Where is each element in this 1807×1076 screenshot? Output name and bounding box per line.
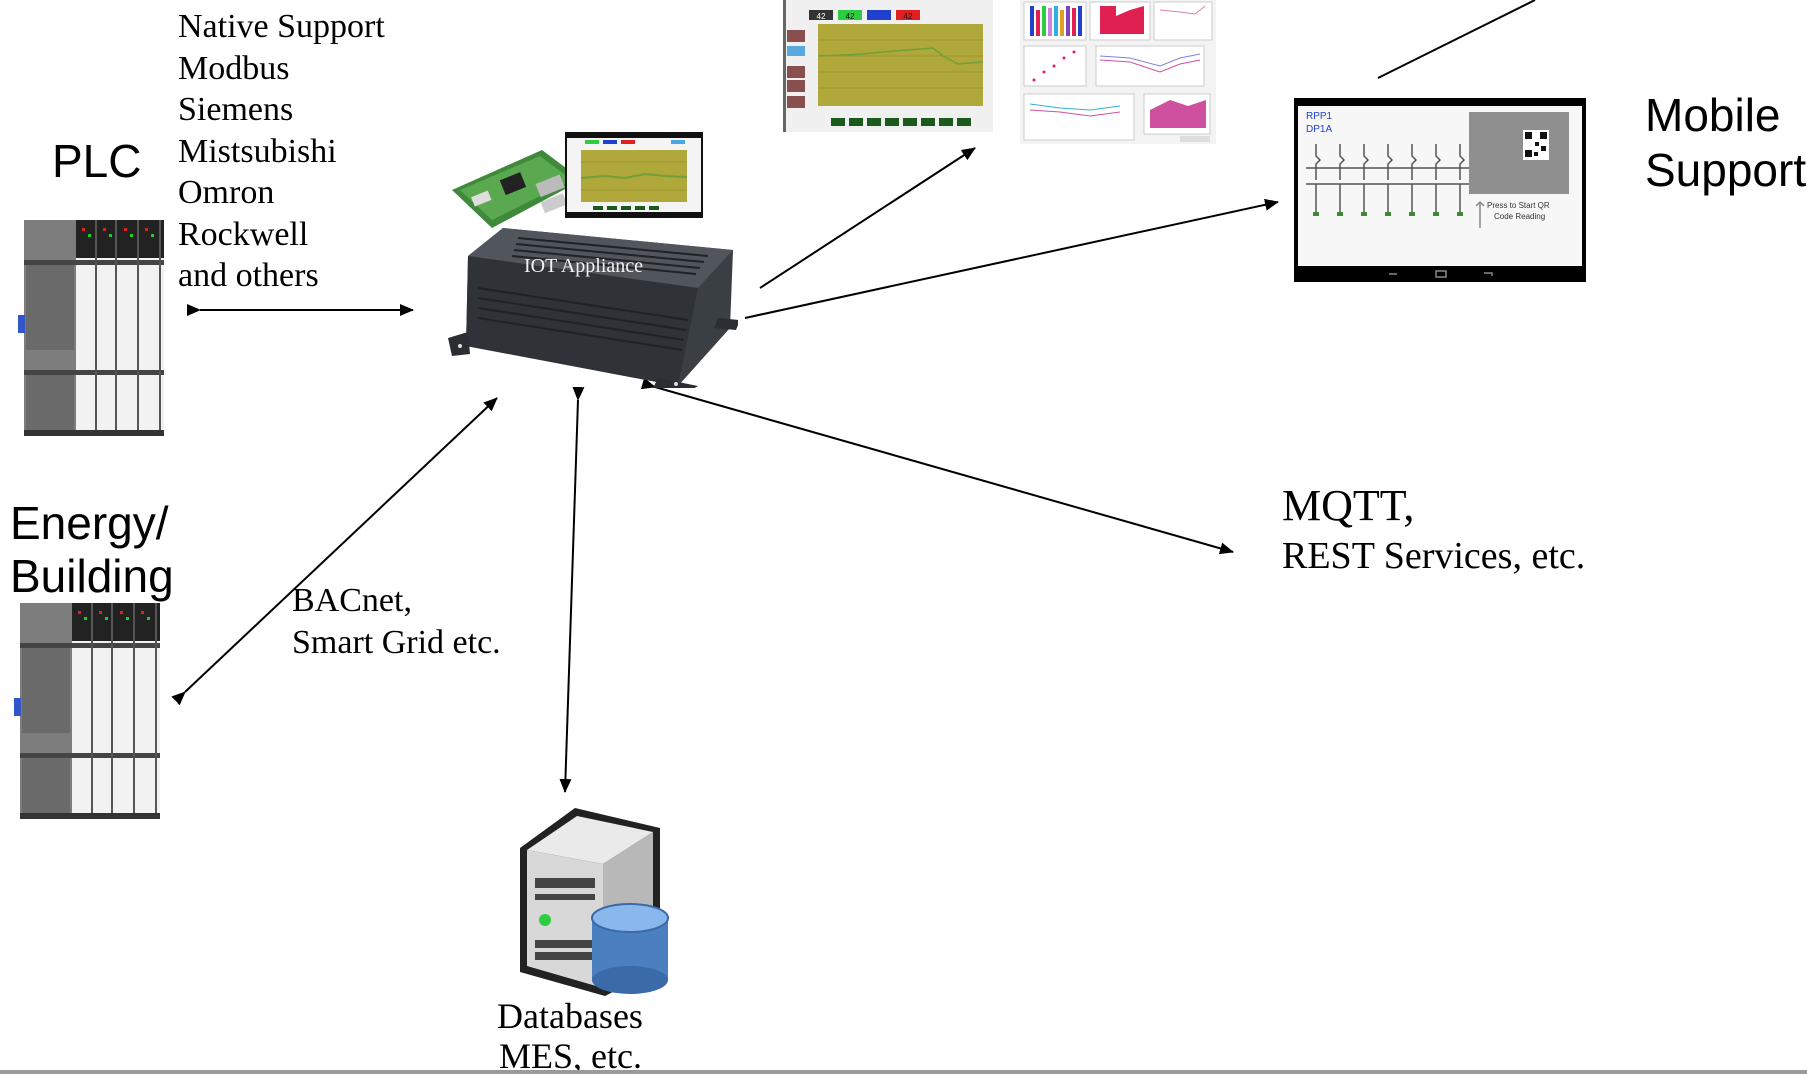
raspberry-pi-board [452, 150, 582, 228]
protocol-item: Mistsubishi [178, 132, 337, 170]
arrow-appliance-mobile [744, 198, 1279, 319]
arrow-appliance-database [559, 386, 585, 793]
tablet-qr-hint-line1: Press to Start QR [1487, 201, 1550, 210]
protocol-item: Native Support [178, 8, 385, 45]
bottom-divider [0, 1070, 1807, 1074]
database-server-icon [520, 808, 669, 996]
energy-title-line2: Building [10, 550, 174, 602]
dashboard-screenshot-charts [1020, 0, 1216, 144]
mobile-tablet: RPP1 DP1A Press to Start QR Code Reading [1294, 98, 1586, 282]
value-badge-2: 42 [846, 12, 855, 21]
plc-protocol-list: Native Support Modbus Siemens Mistsubish… [178, 6, 385, 297]
building-rack-device [14, 603, 160, 819]
iot-appliance-enclosure [448, 228, 738, 388]
appliance-monitor-screen [565, 132, 703, 218]
energy-protocol-line2: Smart Grid etc. [292, 624, 501, 661]
arrow-appliance-mqtt [640, 377, 1234, 555]
tablet-qr-hint-line2: Code Reading [1494, 212, 1545, 221]
dashboard-screenshot-trend: 42 42 42 [783, 0, 993, 132]
mqtt-line2: REST Services, etc. [1282, 535, 1586, 577]
tablet-label-dp1a: DP1A [1306, 124, 1332, 135]
protocol-item: Modbus [178, 49, 290, 87]
protocol-item: Omron [178, 174, 275, 211]
value-badge-1: 42 [817, 12, 826, 21]
mobile-title-line1: Mobile [1645, 89, 1781, 141]
protocol-item: Rockwell [178, 215, 309, 253]
database-line2: MES, etc. [499, 1036, 642, 1076]
energy-title-line1: Energy/ [10, 497, 169, 549]
energy-protocol-line1: BACnet, [292, 582, 412, 619]
arrow-mobile-top [1377, 0, 1536, 79]
appliance-label: IOT Appliance [524, 255, 644, 277]
mobile-title-line2: Support [1645, 144, 1807, 196]
tablet-label-rpp1: RPP1 [1306, 111, 1333, 122]
protocol-item: Siemens [178, 91, 294, 128]
arrow-energy-appliance [171, 397, 498, 706]
arrow-appliance-dashboard [759, 147, 976, 289]
plc-title: PLC [52, 135, 142, 187]
mqtt-line1: MQTT, [1282, 481, 1415, 530]
value-badge-4: 42 [904, 12, 913, 21]
protocol-item: and others [178, 257, 319, 294]
plc-rack-device [18, 220, 164, 436]
database-line1: Databases [497, 996, 643, 1036]
